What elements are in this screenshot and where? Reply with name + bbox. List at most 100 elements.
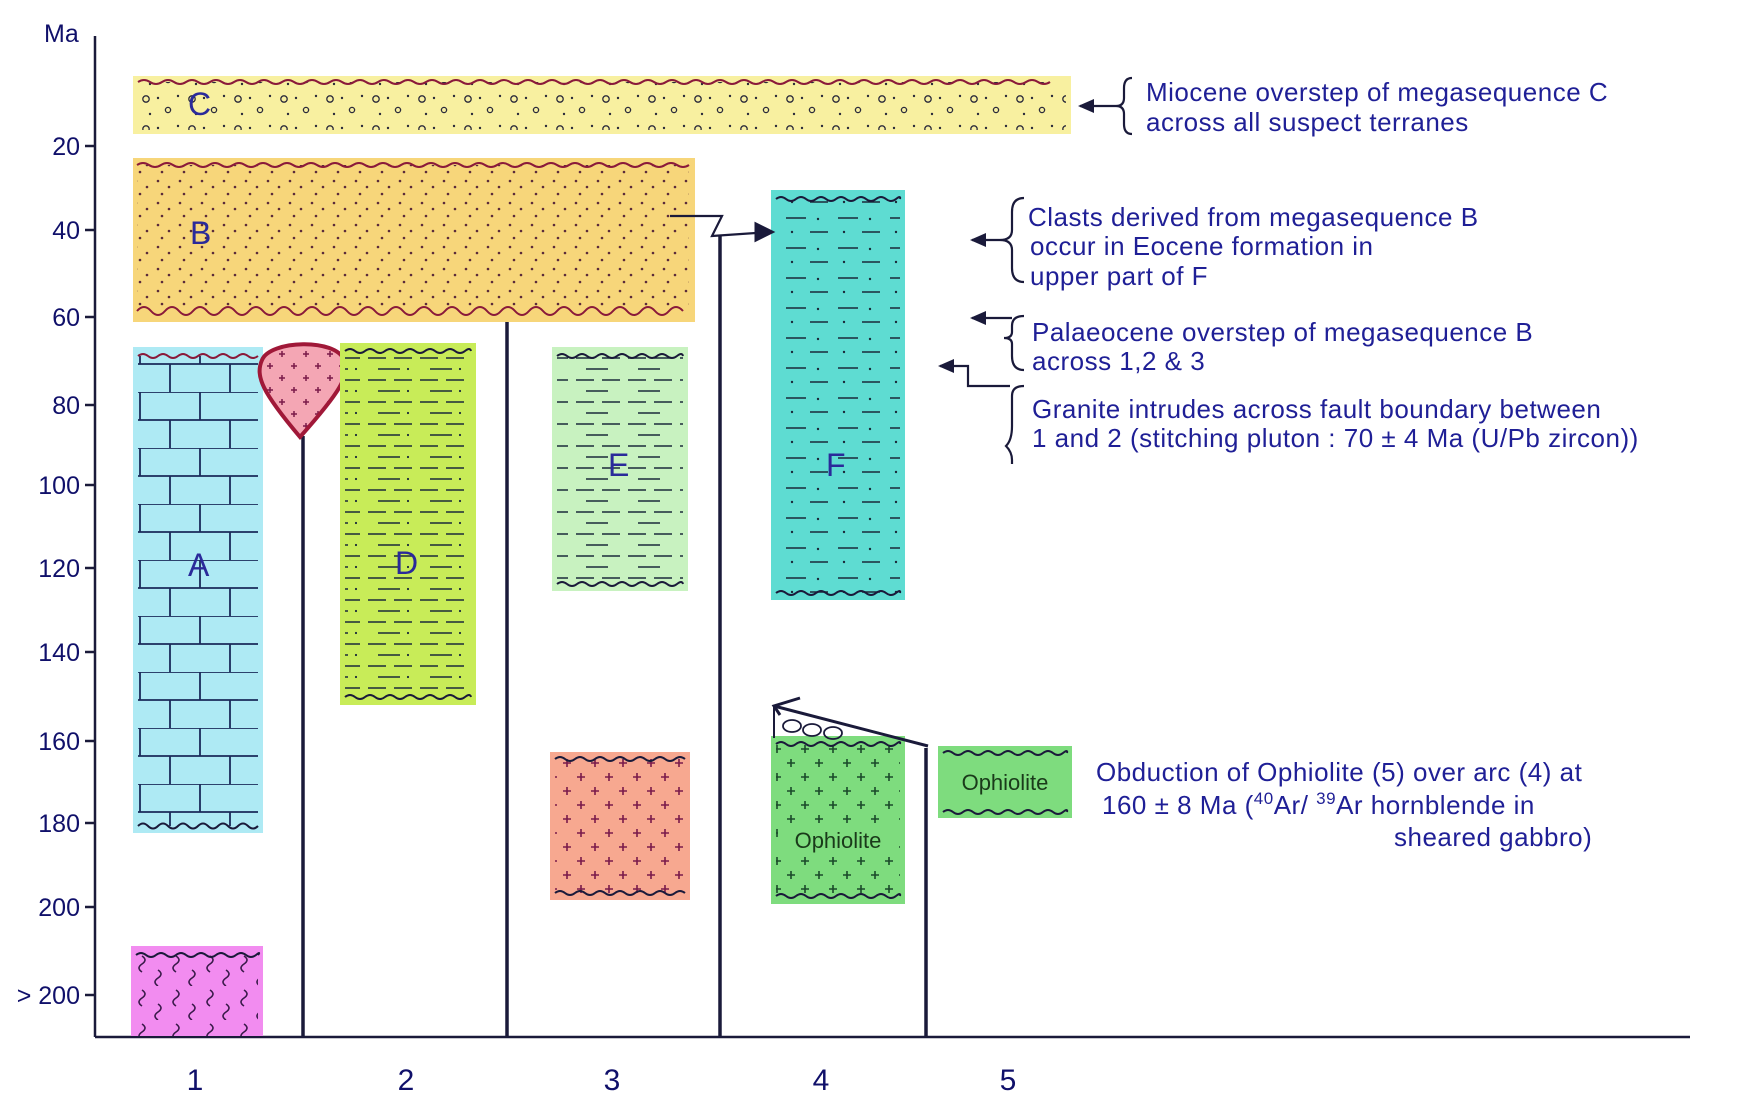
- annotation-text: Obduction of Ophiolite (5) over arc (4) …: [1096, 757, 1583, 787]
- y-axis-unit: Ma: [44, 20, 79, 48]
- annotation-text: Granite intrudes across fault boundary b…: [1032, 394, 1601, 424]
- ophiolite-col4-base-boundary: [775, 893, 902, 899]
- thrust-line: [773, 704, 929, 748]
- y-tick-label: 20: [52, 133, 80, 161]
- ophiolite-column-5: Ophiolite: [938, 746, 1072, 818]
- ophiolite-col4-label: Ophiolite: [795, 828, 882, 853]
- annotation-palaeocene: Palaeocene overstep of megasequence B ac…: [970, 311, 1533, 376]
- annotation-text: 1 and 2 (stitching pluton : 70 ± 4 Ma (U…: [1032, 423, 1639, 453]
- annotation-text: across 1,2 & 3: [1032, 346, 1205, 376]
- granite-pluton: [257, 342, 348, 441]
- annotation-text: occur in Eocene formation in: [1030, 231, 1374, 261]
- unit-d-top-boundary: [344, 348, 472, 354]
- conglomerate-clast: [782, 719, 802, 733]
- ophiolite-col4-label-bg: [778, 826, 898, 854]
- unit-e-top-boundary: [556, 353, 684, 359]
- method-text: Ar hornblende in: [1336, 790, 1535, 820]
- column-label: 1: [187, 1064, 204, 1093]
- unit-a-base-boundary: [137, 822, 259, 830]
- ophiolite-col4-fill: [776, 744, 900, 896]
- clast-derivation-arrow: [670, 214, 771, 238]
- conglomerate-clast: [823, 726, 843, 740]
- unit-f-top-boundary: [775, 196, 902, 202]
- unit-d-label: D: [395, 545, 418, 581]
- annotation-arrow-head: [1078, 99, 1094, 113]
- unit-f-label: F: [826, 447, 846, 483]
- annotation-text-age: 160 ± 8 Ma (40Ar/ 39Ar hornblende in: [1102, 789, 1535, 820]
- annotation-text: across all suspect terranes: [1146, 107, 1469, 137]
- brace: [999, 196, 1025, 284]
- unit-a: A: [133, 347, 263, 833]
- y-tick-label: 180: [38, 810, 80, 838]
- unit-b-label: B: [190, 215, 211, 251]
- ophiolite-col5-base-boundary: [942, 809, 1069, 815]
- ophiolite-col5-background: [938, 746, 1072, 818]
- y-tick-label: 80: [52, 392, 80, 420]
- unit-c-label: C: [188, 86, 211, 122]
- y-tick-label: 160: [38, 728, 80, 756]
- y-ticks: [85, 144, 95, 997]
- brace: [1115, 76, 1133, 136]
- annotation-arrow-head: [938, 359, 954, 373]
- conglomerate-clast: [802, 723, 822, 737]
- isotope-text: Ar/: [1274, 790, 1316, 820]
- age-text: 160 ± 8 Ma (: [1102, 790, 1254, 820]
- unit-d-fill: [345, 351, 471, 697]
- ophiolite-column-4: Ophiolite: [771, 736, 905, 904]
- y-tick-label: 40: [52, 217, 80, 245]
- annotation-miocene: Miocene overstep of megasequence C acros…: [1078, 76, 1608, 137]
- brace: [1003, 314, 1025, 372]
- unit-a-fill: [138, 356, 258, 826]
- basement-fill: [136, 955, 258, 1036]
- basement-unit: [131, 946, 263, 1036]
- annotation-text: Miocene overstep of megasequence C: [1146, 77, 1608, 107]
- unit-d: D: [340, 343, 476, 705]
- unit-e-fill: [557, 356, 683, 584]
- column-label: 4: [813, 1064, 830, 1093]
- annotation-text: Clasts derived from megasequence B: [1028, 202, 1479, 232]
- unit-e: E: [552, 347, 688, 591]
- y-tick-label: 140: [38, 639, 80, 667]
- clast-derivation-arrow-head: [754, 221, 776, 243]
- ophiolite-col5-top-boundary: [942, 750, 1069, 756]
- column-label: 2: [398, 1064, 415, 1093]
- annotation-obduction: Obduction of Ophiolite (5) over arc (4) …: [1096, 757, 1592, 852]
- unit-f-base-boundary: [775, 590, 902, 596]
- y-tick-label: 200: [38, 894, 80, 922]
- ophiolite-col5-label: Ophiolite: [962, 770, 1049, 795]
- megasequence-c: C: [133, 76, 1071, 134]
- y-tick-label: > 200: [17, 982, 80, 1010]
- annotation-text: Palaeocene overstep of megasequence B: [1032, 317, 1533, 347]
- basement-top-boundary: [135, 952, 261, 958]
- y-tick-label: 120: [38, 555, 80, 583]
- megasequence-b: B: [133, 158, 695, 322]
- annotation-text: sheared gabbro): [1394, 822, 1592, 852]
- annotation-granite: Granite intrudes across fault boundary b…: [938, 359, 1639, 464]
- annotation-text: upper part of F: [1030, 261, 1208, 291]
- unit-a-top-boundary: [137, 353, 259, 359]
- y-tick-labels: 20 40 60 80 100 120 140 160 180 200 > 20…: [17, 133, 80, 1010]
- unit-b-top-unconformity: [136, 162, 690, 168]
- annotation-clasts: Clasts derived from megasequence B occur…: [970, 196, 1479, 291]
- obduction-thrust: [771, 696, 929, 748]
- annotation-arrow-head: [970, 233, 986, 247]
- granite-col3-base-boundary: [554, 890, 686, 896]
- column-labels: 1 2 3 4 5: [187, 1064, 1017, 1093]
- column-label: 3: [604, 1064, 621, 1093]
- granite-col3-top-boundary: [554, 756, 686, 762]
- y-tick-label: 60: [52, 304, 80, 332]
- isotope-superscript: 39: [1316, 789, 1336, 808]
- annotation-arrow-head: [970, 311, 986, 325]
- isotope-superscript: 40: [1254, 789, 1274, 808]
- unit-c-fill: [138, 82, 1066, 130]
- granite-col3-fill: [555, 759, 685, 893]
- column-label: 5: [1000, 1064, 1017, 1093]
- unit-f-fill: [776, 199, 900, 593]
- unit-c-top-unconformity: [137, 79, 1051, 85]
- unit-e-label: E: [608, 447, 629, 483]
- unit-e-base-boundary: [556, 581, 684, 587]
- unit-b-base-unconformity: [136, 306, 684, 316]
- unit-a-label: A: [188, 547, 210, 583]
- granite-column-3: [550, 752, 690, 900]
